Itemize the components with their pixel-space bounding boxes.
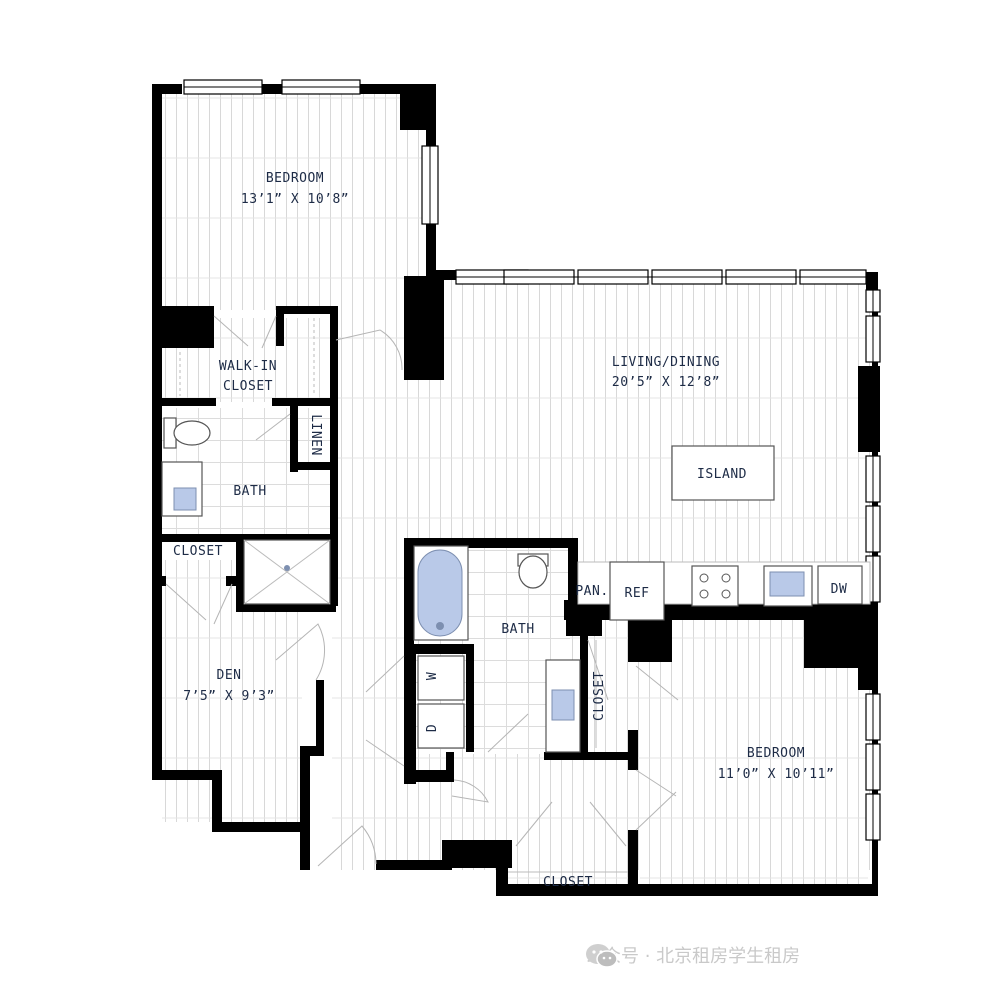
dishwasher-label: DW xyxy=(831,582,848,597)
fixtures xyxy=(161,318,871,873)
toilet xyxy=(517,553,549,589)
wechat-icon xyxy=(586,944,618,968)
toilet xyxy=(163,417,211,449)
sink xyxy=(161,461,203,517)
sink xyxy=(545,659,581,753)
kitchen-sink-icon xyxy=(763,565,813,607)
linen-label: LINEN xyxy=(308,414,323,456)
walkin-closet-label-2: CLOSET xyxy=(223,379,273,394)
den-dims: 7’5” X 9’3” xyxy=(183,689,275,704)
island-label: ISLAND xyxy=(697,467,747,482)
stove-icon xyxy=(691,565,739,607)
watermark: 公众号 · 北京租房学生租房 xyxy=(585,942,800,968)
watermark-text: 公众号 · 北京租房学生租房 xyxy=(585,946,801,967)
living-dining-name: LIVING/DINING xyxy=(612,355,720,370)
washer-box xyxy=(417,655,465,701)
washer-label: W xyxy=(425,672,440,680)
dryer-label: D xyxy=(425,724,440,732)
closet-bedroom-2-label: CLOSET xyxy=(592,671,607,721)
dishwasher-box xyxy=(817,565,863,605)
closet-den-label: CLOSET xyxy=(173,544,223,559)
bath-2-label: BATH xyxy=(501,622,534,637)
refrigerator-box xyxy=(609,561,665,621)
bedroom-1-dims: 13’1” X 10’8” xyxy=(241,192,349,207)
labels: BEDROOM 13’1” X 10’8” WALK-IN CLOSET LIN… xyxy=(173,171,847,890)
floor-bedroom-1 xyxy=(160,92,428,310)
closet-hall-label: CLOSET xyxy=(543,875,593,890)
bedroom-2-name: BEDROOM xyxy=(747,746,805,761)
pantry-label: PAN. xyxy=(575,584,608,599)
bedroom-1-name: BEDROOM xyxy=(266,171,324,186)
doors xyxy=(165,315,679,867)
dryer-box xyxy=(417,703,465,749)
bath-1-label: BATH xyxy=(233,484,266,499)
refrigerator-label: REF xyxy=(625,586,650,601)
walls xyxy=(152,84,880,896)
bathtub xyxy=(413,545,469,641)
living-dining-dims: 20’5” X 12’8” xyxy=(612,375,720,390)
island-counter xyxy=(671,445,775,501)
shower xyxy=(243,539,331,605)
walkin-closet-label-1: WALK-IN xyxy=(219,359,277,374)
den-name: DEN xyxy=(217,668,242,683)
bedroom-2-dims: 11’0” X 10’11” xyxy=(718,767,835,782)
